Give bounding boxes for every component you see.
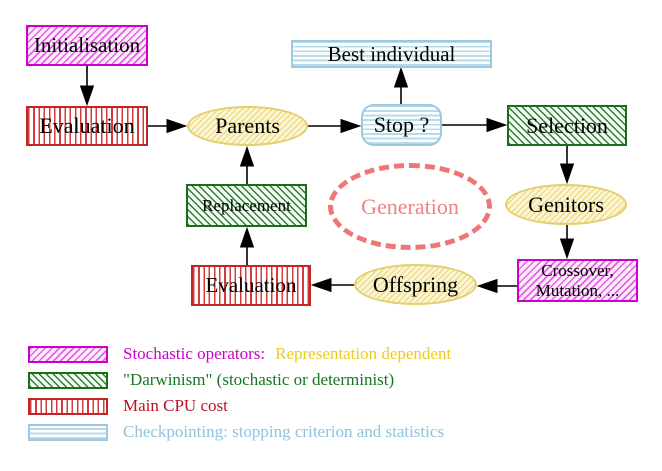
- node-genitors-label: Genitors: [528, 191, 604, 217]
- legend-row-checkpointing: Checkpointing: stopping criterion and st…: [28, 421, 444, 443]
- legend-row-main-cpu-cost: Main CPU cost: [28, 395, 228, 417]
- node-parents: Parents: [187, 106, 308, 146]
- node-generation-label: Generation: [361, 193, 459, 219]
- node-initialisation-label: Initialisation: [33, 33, 141, 57]
- node-evaluation-top-label: Evaluation: [39, 113, 135, 138]
- node-crossover-mutation: Crossover, Mutation, ...: [517, 259, 638, 302]
- legend-swatch-cyan-stripes: [28, 423, 108, 441]
- node-stop-label: Stop ?: [373, 112, 430, 137]
- node-crossover-label-line2: Mutation, ...: [535, 280, 620, 300]
- node-replacement-label: Replacement: [202, 195, 291, 215]
- node-parents-label: Parents: [215, 113, 280, 138]
- node-crossover-label-line1: Crossover,: [541, 260, 614, 280]
- legend-swatch-magenta-hatch: [28, 345, 108, 363]
- node-best-individual: Best individual: [291, 40, 492, 68]
- node-genitors: Genitors: [505, 184, 627, 225]
- node-stop: Stop ?: [361, 104, 442, 146]
- node-offspring: Offspring: [354, 264, 477, 305]
- node-best-individual-label: Best individual: [327, 41, 456, 66]
- legend-swatch-green-hatch: [28, 371, 108, 389]
- node-evaluation-top: Evaluation: [26, 106, 148, 146]
- node-replacement: Replacement: [186, 184, 307, 227]
- node-selection-label: Selection: [526, 112, 608, 138]
- legend-swatch-red-stripes: [28, 397, 108, 415]
- node-evaluation-bottom-label: Evaluation: [205, 273, 297, 297]
- node-initialisation: Initialisation: [26, 25, 148, 66]
- legend-row-darwinism: "Darwinism" (stochastic or determinist): [28, 369, 394, 391]
- node-selection: Selection: [507, 105, 627, 146]
- legend-label-main-cpu-cost: Main CPU cost: [123, 396, 228, 415]
- legend-label-darwinism: "Darwinism" (stochastic or determinist): [123, 370, 395, 389]
- node-evaluation-bottom: Evaluation: [191, 265, 311, 306]
- node-generation-cycle: Generation: [328, 163, 492, 250]
- legend-label-representation-dependent: Representation dependent: [275, 344, 452, 363]
- legend-label-checkpointing: Checkpointing: stopping criterion and st…: [123, 422, 445, 441]
- legend-row-stochastic-operators: Stochastic operators: Representation dep…: [28, 343, 451, 365]
- node-offspring-label: Offspring: [372, 271, 459, 297]
- legend-label-stochastic-operators: Stochastic operators:: [123, 344, 266, 363]
